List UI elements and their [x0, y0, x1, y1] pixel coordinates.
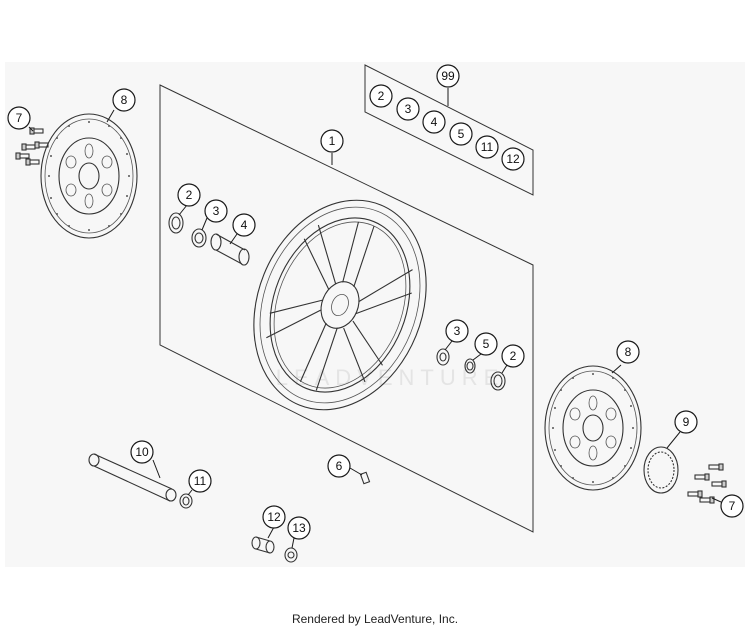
seal-right[interactable]: [490, 371, 506, 391]
spacer-bushing[interactable]: [251, 536, 275, 554]
callout-13[interactable]: 13: [287, 516, 311, 540]
svg-text:3: 3: [454, 324, 461, 338]
callout-2-right[interactable]: 2: [501, 344, 525, 368]
callout-11[interactable]: 11: [188, 469, 212, 493]
svg-text:5: 5: [458, 127, 465, 141]
svg-text:2: 2: [510, 349, 517, 363]
brake-disc-icon[interactable]: [40, 113, 138, 239]
watermark-text: LEADVENTURE: [276, 365, 505, 390]
spacer-ring-right[interactable]: [464, 358, 476, 374]
brake-disc-icon[interactable]: [544, 365, 642, 491]
svg-text:12: 12: [267, 510, 281, 524]
svg-text:8: 8: [121, 93, 128, 107]
callout-12[interactable]: 12: [262, 505, 286, 529]
callout-7-right[interactable]: 7: [720, 494, 744, 518]
svg-text:1: 1: [329, 134, 336, 148]
callout-kit-12[interactable]: 12: [501, 147, 525, 171]
callout-99[interactable]: 99: [436, 64, 460, 88]
svg-text:12: 12: [506, 152, 520, 166]
svg-text:5: 5: [483, 337, 490, 351]
svg-text:2: 2: [186, 188, 193, 202]
svg-text:3: 3: [405, 102, 412, 116]
spacer-left[interactable]: [210, 233, 250, 266]
svg-text:11: 11: [194, 474, 207, 488]
svg-text:7: 7: [16, 111, 23, 125]
callout-8-left[interactable]: 8: [112, 88, 136, 112]
svg-text:13: 13: [292, 521, 306, 535]
callout-3-right[interactable]: 3: [445, 319, 469, 343]
diagram-background: [5, 62, 745, 567]
abs-sensor-ring-icon[interactable]: [643, 446, 679, 494]
svg-text:7: 7: [729, 499, 736, 513]
leader-lines: [28, 88, 722, 549]
callout-6[interactable]: 6: [327, 454, 351, 478]
bearing-left[interactable]: [191, 228, 207, 248]
svg-text:4: 4: [431, 115, 438, 129]
callout-1[interactable]: 1: [320, 129, 344, 153]
kit-group-frame: [364, 64, 534, 196]
svg-text:4: 4: [241, 218, 248, 232]
valve-stem[interactable]: [359, 471, 371, 485]
bolt-set-right[interactable]: [687, 463, 727, 504]
footer-credit: Rendered by LeadVenture, Inc.: [291, 612, 459, 626]
callout-8-right[interactable]: 8: [616, 340, 640, 364]
callout-kit-3[interactable]: 3: [396, 97, 420, 121]
callout-kit-2[interactable]: 2: [369, 84, 393, 108]
svg-text:11: 11: [481, 140, 494, 154]
callout-4-left[interactable]: 4: [232, 213, 256, 237]
callout-3-left[interactable]: 3: [204, 199, 228, 223]
washer[interactable]: [284, 547, 298, 563]
callout-7-left[interactable]: 7: [7, 106, 31, 130]
svg-text:8: 8: [625, 345, 632, 359]
svg-text:9: 9: [683, 415, 690, 429]
seal-left[interactable]: [168, 212, 184, 234]
callout-5-right[interactable]: 5: [474, 332, 498, 356]
callout-kit-5[interactable]: 5: [449, 122, 473, 146]
callout-kit-11[interactable]: 11: [475, 135, 499, 159]
svg-text:6: 6: [336, 459, 343, 473]
callout-9[interactable]: 9: [674, 410, 698, 434]
svg-text:3: 3: [213, 204, 220, 218]
axle-nut[interactable]: [179, 493, 193, 509]
callout-2-left[interactable]: 2: [177, 183, 201, 207]
svg-text:99: 99: [441, 69, 455, 83]
svg-text:2: 2: [378, 89, 385, 103]
svg-text:10: 10: [135, 445, 149, 459]
axle[interactable]: [88, 453, 177, 502]
bolt-set-left[interactable]: [15, 127, 49, 166]
callout-10[interactable]: 10: [130, 440, 154, 464]
callout-kit-4[interactable]: 4: [422, 110, 446, 134]
wheel-group-frame: [159, 84, 534, 533]
bearing-right[interactable]: [436, 348, 450, 366]
